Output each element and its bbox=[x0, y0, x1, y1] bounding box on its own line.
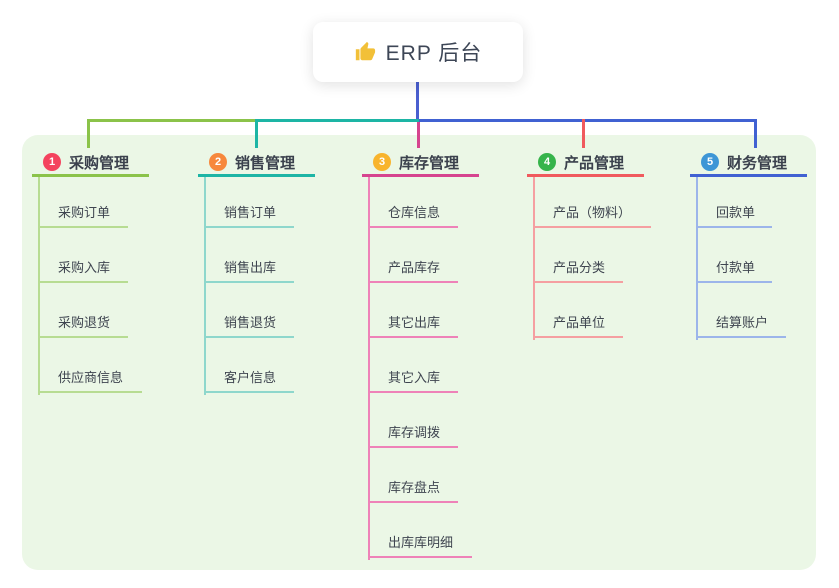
child-node-label: 采购订单 bbox=[58, 205, 111, 220]
connector-branch-drop-2 bbox=[255, 119, 258, 148]
child-node[interactable]: 其它入库 bbox=[368, 367, 458, 393]
connector-bus-blue bbox=[419, 119, 757, 122]
branch-node-1[interactable]: 1 采购管理 bbox=[32, 150, 149, 177]
child-node[interactable]: 产品库存 bbox=[368, 257, 458, 283]
connector-bus-teal bbox=[257, 119, 419, 122]
child-node-label: 产品（物料） bbox=[553, 205, 632, 220]
child-node[interactable]: 出库库明细 bbox=[368, 532, 472, 558]
child-node-label: 销售出库 bbox=[224, 260, 277, 275]
child-node-label: 仓库信息 bbox=[388, 205, 441, 220]
branch-label: 产品管理 bbox=[564, 154, 625, 172]
root-node-label: ERP 后台 bbox=[385, 42, 483, 65]
branch-badge-3: 3 bbox=[373, 153, 391, 171]
child-node-label: 库存盘点 bbox=[388, 480, 441, 495]
child-node[interactable]: 供应商信息 bbox=[38, 367, 142, 393]
child-node[interactable]: 仓库信息 bbox=[368, 202, 458, 228]
child-node[interactable]: 其它出库 bbox=[368, 312, 458, 338]
child-node-label: 产品库存 bbox=[388, 260, 441, 275]
child-node[interactable]: 库存调拨 bbox=[368, 422, 458, 448]
connector-branch-drop-3 bbox=[417, 122, 420, 148]
child-node-label: 回款单 bbox=[716, 205, 756, 220]
connector-branch-drop-1 bbox=[87, 119, 90, 148]
branch-badge-1: 1 bbox=[43, 153, 61, 171]
child-node-label: 付款单 bbox=[716, 260, 756, 275]
connector-child-spine-4 bbox=[533, 177, 535, 340]
connector-branch-drop-4 bbox=[582, 119, 585, 148]
branch-node-5[interactable]: 5 财务管理 bbox=[690, 150, 807, 177]
child-node-label: 出库库明细 bbox=[388, 535, 454, 550]
child-node[interactable]: 销售订单 bbox=[204, 202, 294, 228]
child-node-label: 结算账户 bbox=[716, 315, 769, 330]
child-node-label: 销售退货 bbox=[224, 315, 277, 330]
branch-badge-5: 5 bbox=[701, 153, 719, 171]
child-node-label: 库存调拨 bbox=[388, 425, 441, 440]
child-node[interactable]: 付款单 bbox=[696, 257, 772, 283]
child-node[interactable]: 采购订单 bbox=[38, 202, 128, 228]
branch-label: 库存管理 bbox=[399, 154, 460, 172]
branch-node-2[interactable]: 2 销售管理 bbox=[198, 150, 315, 177]
child-node[interactable]: 销售出库 bbox=[204, 257, 294, 283]
connector-child-spine-1 bbox=[38, 177, 40, 395]
child-node-label: 其它入库 bbox=[388, 370, 441, 385]
child-node-label: 供应商信息 bbox=[58, 370, 124, 385]
branch-node-3[interactable]: 3 库存管理 bbox=[362, 150, 479, 177]
connector-child-spine-5 bbox=[696, 177, 698, 340]
child-node[interactable]: 结算账户 bbox=[696, 312, 786, 338]
child-node-label: 采购退货 bbox=[58, 315, 111, 330]
branch-badge-4: 4 bbox=[538, 153, 556, 171]
branch-label: 财务管理 bbox=[727, 154, 788, 172]
connector-child-spine-2 bbox=[204, 177, 206, 395]
thumbs-up-icon bbox=[354, 41, 376, 63]
child-node[interactable]: 库存盘点 bbox=[368, 477, 458, 503]
root-node-erp[interactable]: ERP 后台 bbox=[313, 22, 523, 82]
branches-background-panel bbox=[22, 135, 816, 570]
child-node-label: 采购入库 bbox=[58, 260, 111, 275]
branch-label: 销售管理 bbox=[235, 154, 296, 172]
child-node-label: 产品分类 bbox=[553, 260, 606, 275]
child-node[interactable]: 产品单位 bbox=[533, 312, 623, 338]
child-node[interactable]: 采购退货 bbox=[38, 312, 128, 338]
child-node-label: 产品单位 bbox=[553, 315, 606, 330]
connector-branch-drop-5 bbox=[754, 119, 757, 148]
child-node-label: 客户信息 bbox=[224, 370, 277, 385]
child-node-label: 其它出库 bbox=[388, 315, 441, 330]
branch-label: 采购管理 bbox=[69, 154, 130, 172]
child-node[interactable]: 产品分类 bbox=[533, 257, 623, 283]
child-node-label: 销售订单 bbox=[224, 205, 277, 220]
connector-root-drop bbox=[416, 82, 419, 119]
connector-child-spine-3 bbox=[368, 177, 370, 560]
child-node[interactable]: 采购入库 bbox=[38, 257, 128, 283]
child-node[interactable]: 产品（物料） bbox=[533, 202, 651, 228]
branch-node-4[interactable]: 4 产品管理 bbox=[527, 150, 644, 177]
child-node[interactable]: 回款单 bbox=[696, 202, 772, 228]
connector-bus-green bbox=[87, 119, 257, 122]
child-node[interactable]: 客户信息 bbox=[204, 367, 294, 393]
child-node[interactable]: 销售退货 bbox=[204, 312, 294, 338]
branch-badge-2: 2 bbox=[209, 153, 227, 171]
